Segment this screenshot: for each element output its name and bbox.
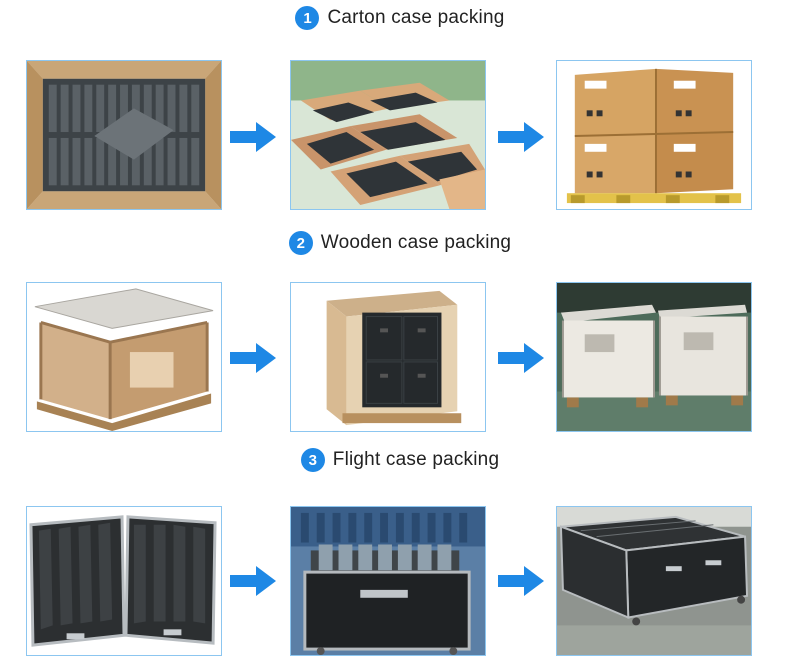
step-number-badge: 2 [288, 231, 313, 255]
photo-wooden-crate-with-cabinet [290, 282, 486, 432]
arrow-right-icon [498, 343, 544, 373]
arrow-right-icon [498, 122, 544, 152]
section-heading: Carton case packing [327, 7, 505, 28]
section-title-flight: 3 Flight case packing [0, 444, 800, 476]
photo-flight-case-open [26, 506, 222, 656]
photo-carton-boxes-with-modules [290, 60, 486, 210]
photo-flight-cases-closed [556, 506, 752, 656]
step-number-badge: 3 [300, 448, 325, 472]
photo-flight-case-with-modules [290, 506, 486, 656]
section-heading: Flight case packing [332, 449, 500, 470]
arrow-right-icon [230, 343, 276, 373]
photo-cartons-on-pallet [556, 60, 752, 210]
section-title-carton: 1 Carton case packing [0, 2, 800, 34]
step-number-badge: 1 [295, 6, 320, 30]
photo-wooden-crates-closed [556, 282, 752, 432]
arrow-right-icon [230, 122, 276, 152]
arrow-right-icon [230, 566, 276, 596]
section-title-wooden: 2 Wooden case packing [0, 227, 800, 259]
section-heading: Wooden case packing [320, 232, 512, 253]
arrow-right-icon [498, 566, 544, 596]
photo-carton-open-box [26, 60, 222, 210]
photo-wooden-crate-open [26, 282, 222, 432]
